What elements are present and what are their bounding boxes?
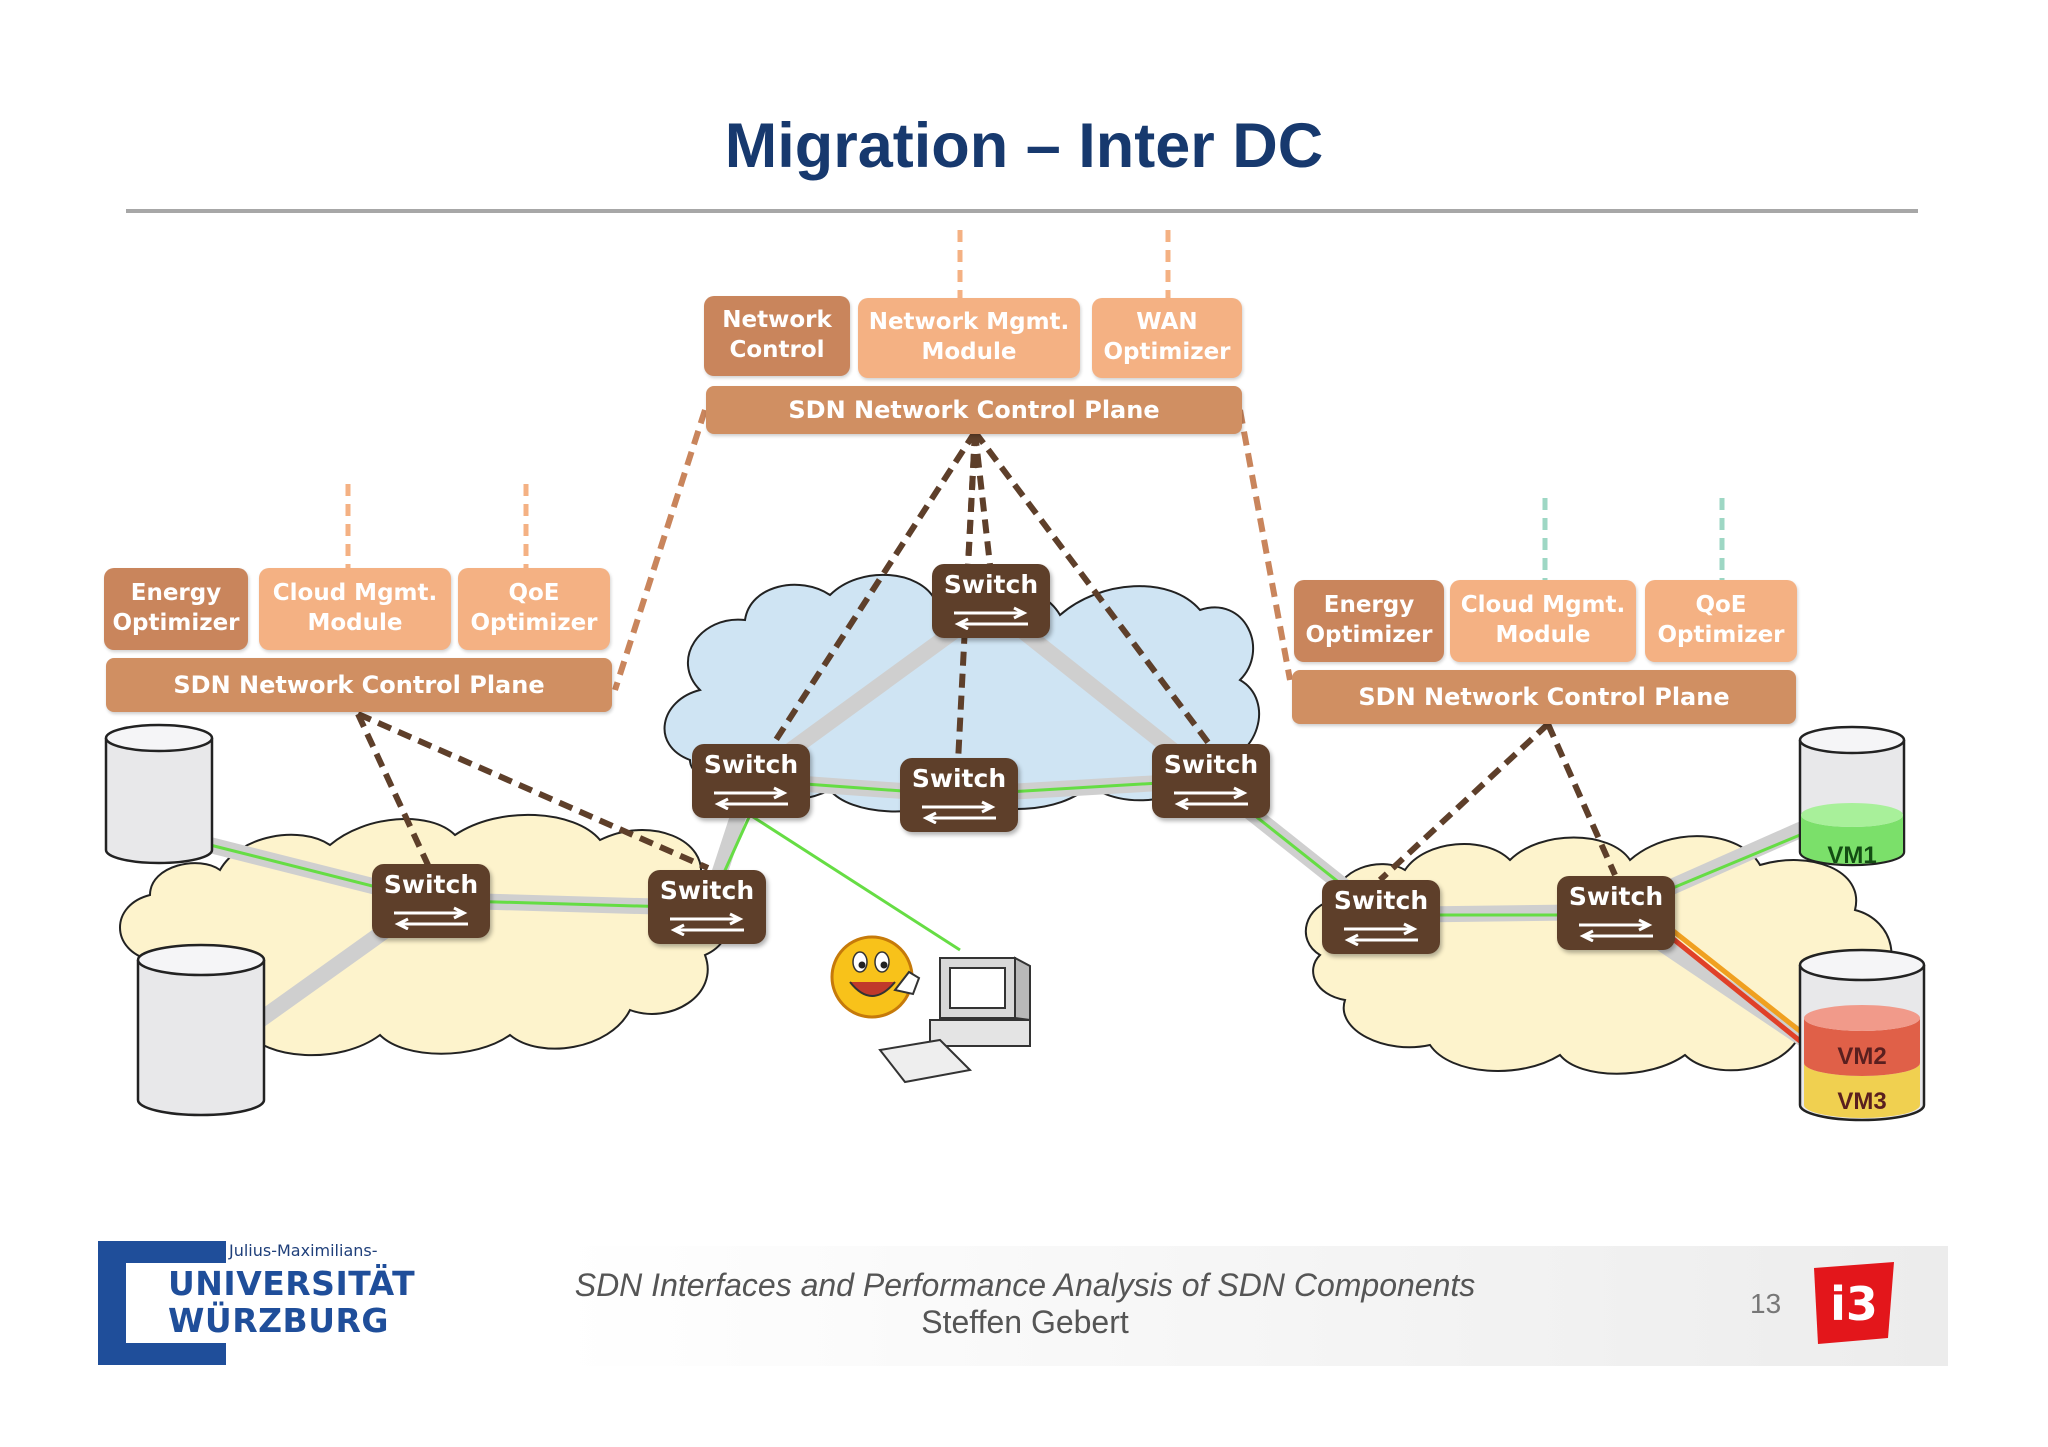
wan-cloud: [663, 574, 1261, 813]
right-module-energy-optimizer: Energy Optimizer: [1294, 580, 1444, 662]
storage-left-top: [104, 723, 214, 865]
bidirectional-arrow-icon: [1174, 786, 1248, 810]
switch-label: Switch: [1163, 750, 1259, 779]
logo-line-2: WÜRZBURG: [168, 1300, 389, 1340]
left-module-energy-optimizer: Energy Optimizer: [104, 568, 248, 650]
right-control-plane: SDN Network Control Plane: [1292, 670, 1796, 724]
switch-wan-left: Switch: [692, 744, 810, 818]
switch-label: Switch: [659, 876, 755, 905]
slide-title: Migration – Inter DC: [724, 111, 1324, 181]
bidirectional-arrow-icon: [714, 786, 788, 810]
switch-right-dc-2: Switch: [1557, 876, 1675, 950]
bidirectional-arrow-icon: [922, 800, 996, 824]
switch-wan-middle: Switch: [900, 758, 1018, 832]
upward-stubs-right: [1542, 498, 1725, 580]
logo-line-1: UNIVERSITÄT: [168, 1264, 416, 1303]
footer-bar: [98, 1246, 1948, 1366]
page-number: 13: [1750, 1288, 1782, 1319]
bidirectional-arrow-icon: [394, 906, 468, 930]
module-wan-optimizer: WAN Optimizer: [1092, 298, 1242, 378]
title-divider: [126, 209, 1918, 213]
logo-university-name: UNIVERSITÄT WÜRZBURG: [168, 1264, 416, 1340]
switch-wan-top: Switch: [932, 564, 1050, 638]
storage-left-bottom: [136, 943, 266, 1117]
storage-right-vm1: [1798, 725, 1906, 867]
switch-label: Switch: [943, 570, 1039, 599]
right-dc-cloud: [1304, 835, 1893, 1075]
module-network-mgmt: Network Mgmt. Module: [858, 298, 1080, 378]
switch-wan-right: Switch: [1152, 744, 1270, 818]
left-module-qoe-optimizer: QoE Optimizer: [458, 568, 610, 650]
module-network-control: Network Control: [704, 296, 850, 376]
vm3-label: VM3: [1837, 1088, 1887, 1115]
right-module-cloud-mgmt: Cloud Mgmt. Module: [1450, 580, 1636, 662]
switch-left-dc-1: Switch: [372, 864, 490, 938]
i3-logo-text: i3: [1830, 1277, 1878, 1331]
switch-right-dc-1: Switch: [1322, 880, 1440, 954]
bidirectional-arrow-icon: [1579, 918, 1653, 942]
migration-links: [1670, 928, 1807, 1047]
logo-small-text: Julius-Maximilians-: [229, 1241, 378, 1260]
switch-left-dc-2: Switch: [648, 870, 766, 944]
vm2-label: VM2: [1837, 1043, 1887, 1070]
computer-icon: [878, 956, 1031, 1084]
switch-label: Switch: [703, 750, 799, 779]
upward-stubs: [345, 230, 1171, 568]
right-module-qoe-optimizer: QoE Optimizer: [1645, 580, 1797, 662]
bidirectional-arrow-icon: [670, 912, 744, 936]
i3-logo: i3: [1814, 1262, 1894, 1344]
switch-label: Switch: [1333, 886, 1429, 915]
left-control-plane: SDN Network Control Plane: [106, 658, 612, 712]
footer-title: SDN Interfaces and Performance Analysis …: [574, 1267, 1476, 1303]
storage-right-vm23: [1798, 948, 1926, 1122]
vm1-label: VM1: [1827, 842, 1877, 869]
center-control-plane: SDN Network Control Plane: [706, 386, 1242, 434]
bidirectional-arrow-icon: [954, 606, 1028, 630]
left-module-cloud-mgmt: Cloud Mgmt. Module: [259, 568, 451, 650]
footer-author: Steffen Gebert: [921, 1304, 1129, 1340]
switch-label: Switch: [383, 870, 479, 899]
smiley-icon: [830, 935, 921, 1019]
switch-label: Switch: [1568, 882, 1664, 911]
switch-label: Switch: [911, 764, 1007, 793]
university-logo: [98, 1241, 226, 1365]
inter-plane-links: [612, 409, 1293, 691]
bidirectional-arrow-icon: [1344, 922, 1418, 946]
